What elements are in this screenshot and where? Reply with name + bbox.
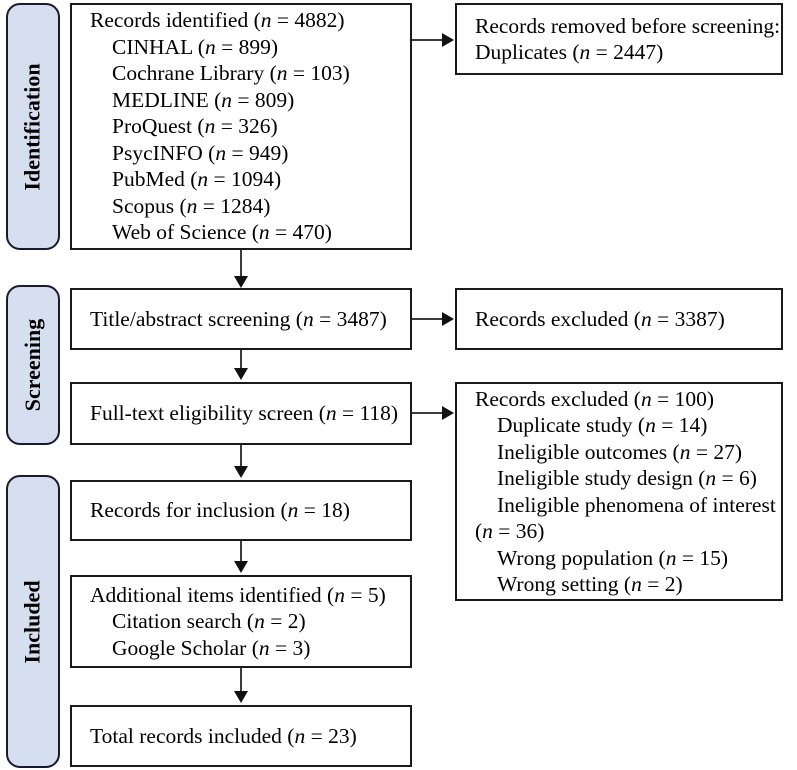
exclusion-reason-ineligible-phenomena: Ineligible phenomena of interest bbox=[497, 492, 776, 517]
connector-inclusion-to-additional bbox=[240, 541, 242, 563]
records-identified-source-psycinfo: PsycINFO (n = 949) bbox=[112, 140, 289, 165]
records-removed-line1: Records removed before screening: bbox=[475, 14, 781, 38]
arrowhead-down-icon bbox=[234, 691, 248, 703]
box-records-for-inclusion: Records for inclusion (n = 18) bbox=[70, 480, 412, 541]
records-identified-source-cinhal: CINHAL (n = 899) bbox=[112, 34, 278, 59]
title-abstract-screening-title: Title/abstract screening (n = 3487) bbox=[90, 306, 387, 331]
records-identified-source-scopus: Scopus (n = 1284) bbox=[112, 193, 271, 218]
arrowhead-down-icon bbox=[234, 466, 248, 478]
box-records-removed: Records removed before screening: Duplic… bbox=[455, 3, 783, 75]
arrowhead-right-icon bbox=[442, 33, 454, 47]
exclusion-reason-duplicate-study: Duplicate study (n = 14) bbox=[497, 413, 708, 437]
box-title-abstract-screening: Title/abstract screening (n = 3487) bbox=[70, 288, 412, 350]
connector-fulltext-to-inclusion bbox=[240, 445, 242, 468]
stage-tab-identification: Identification bbox=[6, 3, 60, 250]
connector-identified-to-screening bbox=[240, 250, 242, 278]
stage-tab-included: Included bbox=[6, 475, 60, 768]
exclusion-reason-ineligible-phenomena-count: (n = 36) bbox=[475, 519, 545, 543]
exclusion-reason-ineligible-outcomes: Ineligible outcomes (n = 27) bbox=[497, 439, 742, 464]
box-total-records-included: Total records included (n = 23) bbox=[70, 705, 412, 767]
fulltext-eligibility-title: Full-text eligibility screen (n = 118) bbox=[90, 401, 399, 426]
exclusion-reason-ineligible-study-design: Ineligible study design (n = 6) bbox=[497, 466, 757, 490]
arrowhead-down-icon bbox=[234, 368, 248, 380]
connector-screening-to-excluded bbox=[412, 318, 444, 320]
box-fulltext-eligibility: Full-text eligibility screen (n = 118) bbox=[70, 382, 412, 445]
connector-identified-to-removed bbox=[412, 39, 444, 41]
total-records-included-title: Total records included (n = 23) bbox=[90, 723, 357, 748]
connector-fulltext-to-excluded bbox=[412, 412, 444, 414]
stage-tab-identification-label: Identification bbox=[20, 62, 45, 191]
arrowhead-right-icon bbox=[442, 312, 454, 326]
records-identified-title: Records identified (n = 4882) bbox=[90, 8, 345, 33]
stage-tab-screening: Screening bbox=[6, 285, 60, 445]
arrowhead-down-icon bbox=[234, 561, 248, 573]
box-records-excluded-screening: Records excluded (n = 3387) bbox=[455, 288, 783, 350]
exclusion-reason-wrong-setting: Wrong setting (n = 2) bbox=[497, 572, 683, 596]
records-excluded-fulltext-title: Records excluded (n = 100) bbox=[475, 386, 715, 411]
exclusion-reason-wrong-population: Wrong population (n = 15) bbox=[497, 545, 729, 570]
additional-items-title: Additional items identified (n = 5) bbox=[90, 582, 386, 607]
additional-items-source-google-scholar: Google Scholar (n = 3) bbox=[112, 635, 311, 660]
records-identified-source-proquest: ProQuest (n = 326) bbox=[112, 114, 278, 139]
records-identified-source-pubmed: PubMed (n = 1094) bbox=[112, 167, 282, 192]
box-additional-items: Additional items identified (n = 5) Cita… bbox=[70, 575, 412, 668]
connector-screening-to-fulltext bbox=[240, 350, 242, 370]
box-records-excluded-fulltext: Records excluded (n = 100) Duplicate stu… bbox=[455, 382, 783, 601]
records-identified-source-cochrane: Cochrane Library (n = 103) bbox=[112, 61, 350, 86]
box-records-identified: Records identified (n = 4882) CINHAL (n … bbox=[70, 3, 412, 250]
records-for-inclusion-title: Records for inclusion (n = 18) bbox=[90, 498, 350, 523]
stage-tab-screening-label: Screening bbox=[20, 318, 46, 412]
additional-items-source-citation-search: Citation search (n = 2) bbox=[112, 609, 306, 634]
arrowhead-right-icon bbox=[442, 406, 454, 420]
records-removed-line2: Duplicates (n = 2447) bbox=[475, 40, 664, 64]
arrowhead-down-icon bbox=[234, 276, 248, 288]
records-excluded-screening-title: Records excluded (n = 3387) bbox=[475, 306, 725, 331]
stage-tab-included-label: Included bbox=[20, 579, 45, 664]
connector-additional-to-total bbox=[240, 668, 242, 693]
records-identified-source-medline: MEDLINE (n = 809) bbox=[112, 87, 295, 112]
records-identified-source-web-of-science: Web of Science (n = 470) bbox=[112, 220, 332, 245]
